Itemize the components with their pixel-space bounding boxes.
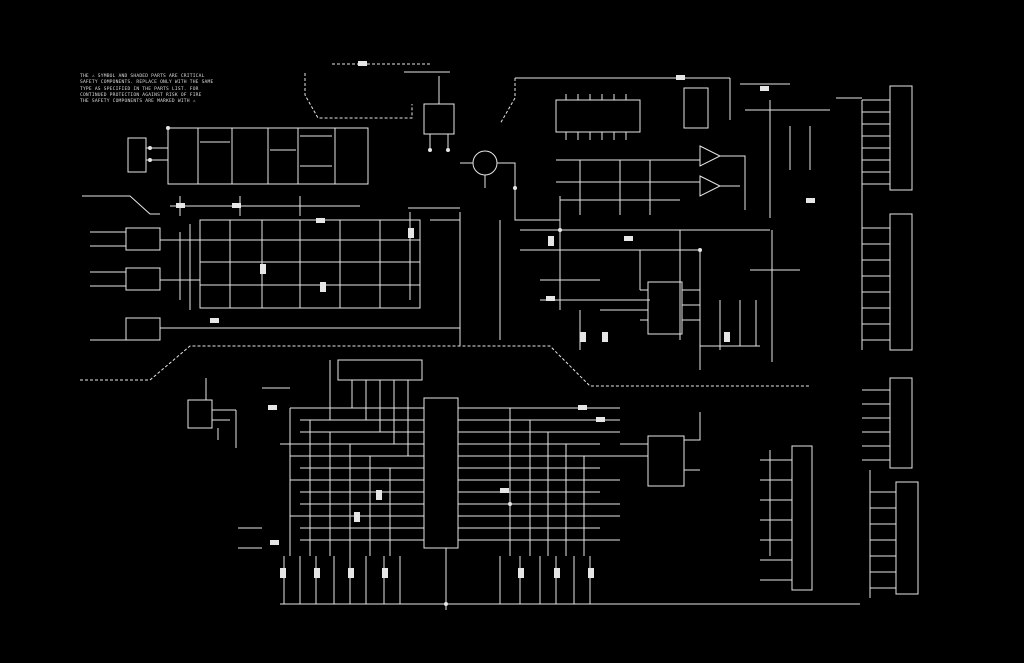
capacitor bbox=[280, 568, 286, 578]
junction-dot bbox=[166, 126, 170, 130]
capacitor bbox=[354, 512, 360, 522]
resistor bbox=[232, 203, 241, 208]
boundary-line bbox=[499, 78, 516, 125]
junction-dot bbox=[558, 228, 562, 232]
resistor bbox=[500, 488, 509, 493]
resistor bbox=[546, 296, 555, 301]
connector-block bbox=[889, 85, 913, 191]
boundary-line bbox=[80, 345, 810, 387]
safety-notice: THE ⚠ SYMBOL AND SHADED PARTS ARE CRITIC… bbox=[80, 74, 270, 105]
resistor bbox=[578, 405, 587, 410]
main-ic bbox=[423, 397, 459, 549]
resistor bbox=[806, 198, 815, 203]
resistor bbox=[270, 540, 279, 545]
optocoupler bbox=[125, 227, 161, 251]
connector-block bbox=[889, 377, 913, 469]
notice-line: TYPE AS SPECIFIED IN THE PARTS LIST. FOR bbox=[80, 86, 199, 92]
resistor bbox=[268, 405, 277, 410]
connector-block bbox=[187, 399, 213, 429]
junction-dot bbox=[444, 602, 448, 606]
capacitor bbox=[548, 236, 554, 246]
op-amp bbox=[699, 145, 722, 167]
op-amp bbox=[699, 175, 722, 197]
connector-block bbox=[127, 137, 147, 173]
optocoupler bbox=[125, 317, 161, 341]
resistor bbox=[624, 236, 633, 241]
capacitor bbox=[348, 568, 354, 578]
capacitor bbox=[602, 332, 608, 342]
optocoupler bbox=[125, 267, 161, 291]
ic-chip bbox=[647, 281, 683, 335]
capacitor bbox=[408, 228, 414, 238]
capacitor bbox=[588, 568, 594, 578]
capacitor bbox=[260, 264, 266, 274]
capacitor bbox=[580, 332, 586, 342]
connector-block bbox=[889, 213, 913, 351]
capacitor bbox=[376, 490, 382, 500]
capacitor bbox=[554, 568, 560, 578]
resistor bbox=[176, 203, 185, 208]
capacitor bbox=[320, 282, 326, 292]
resistor bbox=[358, 61, 367, 66]
ic-chip bbox=[647, 435, 685, 487]
resistor bbox=[316, 218, 325, 223]
junction-dot bbox=[148, 146, 152, 150]
junction-dot bbox=[698, 248, 702, 252]
capacitor bbox=[314, 568, 320, 578]
capacitor bbox=[724, 332, 730, 342]
junction-dot bbox=[513, 186, 517, 190]
resistor bbox=[210, 318, 219, 323]
junction-dot bbox=[508, 502, 512, 506]
resistor bbox=[676, 75, 685, 80]
notice-line: CONTINUED PROTECTION AGAINST RISK OF FIR… bbox=[80, 92, 202, 98]
notice-line: SAFETY COMPONENTS. REPLACE ONLY WITH THE… bbox=[80, 80, 214, 86]
resistor bbox=[760, 86, 769, 91]
junction-dot bbox=[446, 148, 450, 152]
junction-dot bbox=[428, 148, 432, 152]
junction-dot bbox=[148, 158, 152, 162]
ic-chip bbox=[555, 99, 641, 133]
boundary-line bbox=[304, 73, 413, 119]
notice-line: THE ⚠ SYMBOL AND SHADED PARTS ARE CRITIC… bbox=[80, 74, 205, 79]
capacitor bbox=[518, 568, 524, 578]
relay bbox=[423, 103, 455, 135]
motor-symbol bbox=[472, 150, 498, 176]
resistor bbox=[596, 417, 605, 422]
ic-chip bbox=[683, 87, 709, 129]
ic-chip bbox=[337, 359, 423, 381]
connector-block bbox=[895, 481, 919, 595]
capacitor bbox=[382, 568, 388, 578]
circuit-block bbox=[199, 219, 421, 309]
notice-line: THE SAFETY COMPONENTS ARE MARKED WITH ⚠ bbox=[80, 99, 196, 105]
connector-block bbox=[791, 445, 813, 591]
